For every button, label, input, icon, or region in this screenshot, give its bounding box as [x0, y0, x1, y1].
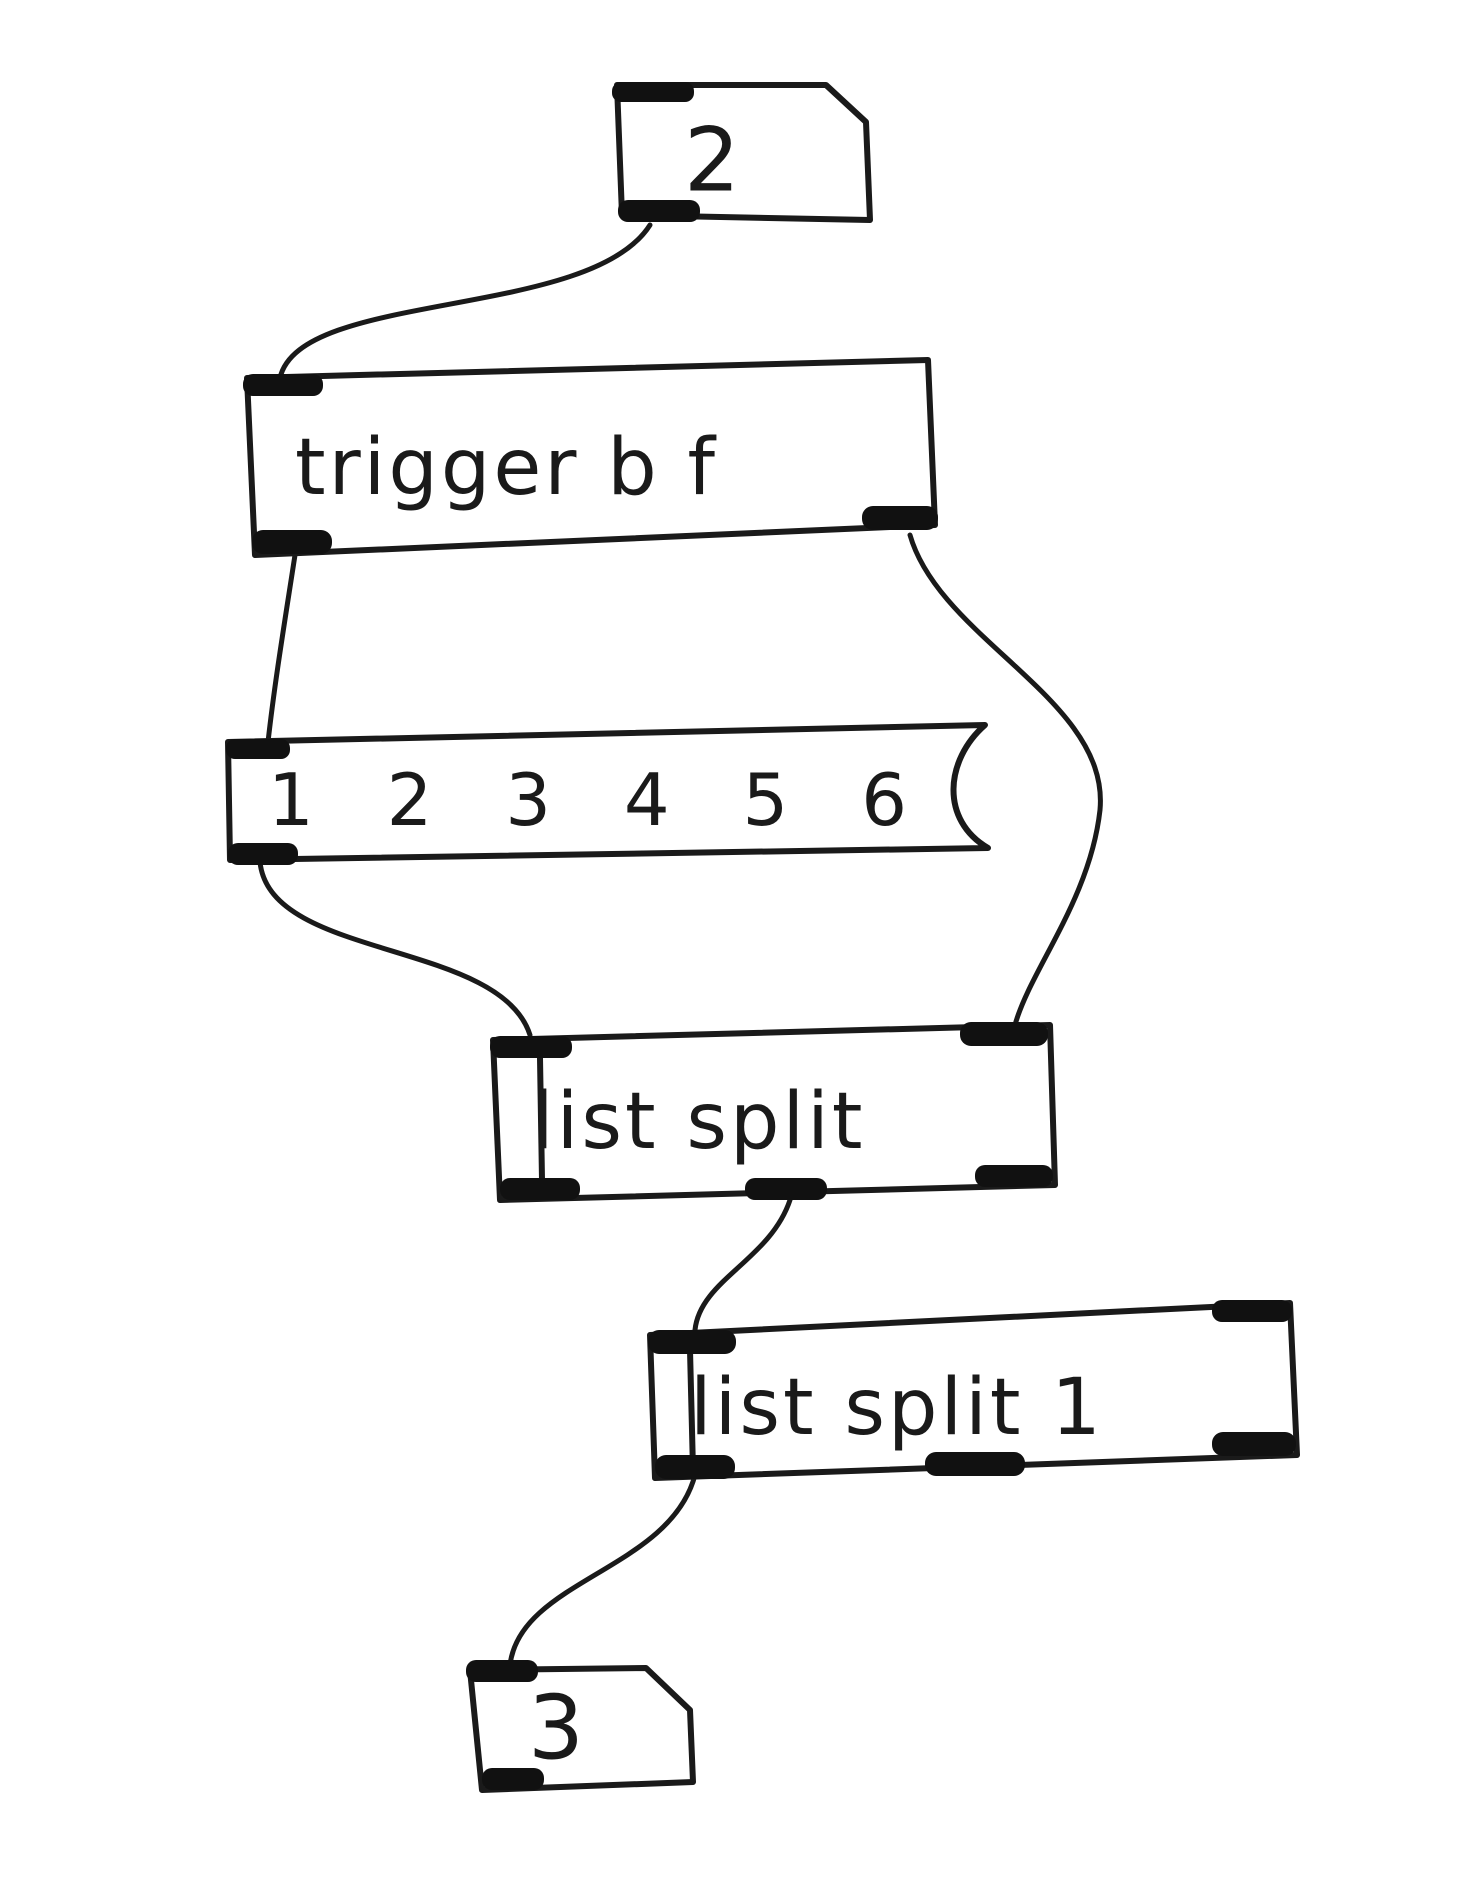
message-box[interactable]: 1 2 3 4 5 6	[225, 722, 991, 865]
list-split-1-edge-mark	[687, 1347, 696, 1473]
list-split-outlet-left[interactable]	[500, 1178, 580, 1200]
cord-number-to-trigger[interactable]	[277, 222, 653, 381]
number-bottom-inlet[interactable]	[466, 1660, 538, 1682]
list-split-1-outlet-right[interactable]	[1212, 1432, 1296, 1456]
message-inlet[interactable]	[226, 739, 290, 759]
trigger-outlet-bang[interactable]	[252, 530, 332, 554]
list-split-edge-mark	[537, 1055, 545, 1183]
list-split-1-outlet-middle[interactable]	[925, 1452, 1025, 1476]
list-split-object[interactable]: list split	[490, 1022, 1058, 1203]
list-split-1-inlet-right[interactable]	[1212, 1300, 1292, 1322]
cord-listsplit1-to-number-bottom[interactable]	[507, 1472, 698, 1668]
number-box-bottom[interactable]: 3	[466, 1660, 696, 1793]
list-split-outlet-middle[interactable]	[745, 1178, 827, 1200]
list-split-1-label: list split 1	[690, 1363, 1104, 1453]
cord-listsplit-middle-to-listsplit1[interactable]	[692, 1197, 793, 1333]
list-split-1-inlet-left[interactable]	[648, 1330, 736, 1354]
message-outlet[interactable]	[228, 843, 298, 865]
number-top-value: 2	[684, 109, 740, 212]
list-split-outlet-right[interactable]	[975, 1165, 1053, 1187]
number-bottom-outlet[interactable]	[482, 1768, 544, 1790]
trigger-label: trigger b f	[295, 423, 718, 513]
trigger-inlet[interactable]	[243, 374, 323, 396]
list-split-inlet-left[interactable]	[490, 1036, 572, 1058]
number-top-outlet[interactable]	[618, 200, 700, 222]
trigger-object[interactable]: trigger b f	[243, 357, 938, 558]
list-split-inlet-right[interactable]	[960, 1022, 1048, 1046]
number-bottom-value: 3	[528, 1677, 584, 1780]
number-top-inlet[interactable]	[612, 82, 694, 102]
number-box-top[interactable]: 2	[612, 82, 873, 223]
list-split-label: list split	[532, 1077, 865, 1167]
list-split-1-outlet-left[interactable]	[655, 1455, 735, 1479]
cord-trigger-bang-to-message[interactable]	[265, 552, 298, 745]
list-split-1-object[interactable]: list split 1	[647, 1300, 1300, 1481]
cord-message-to-listsplit-left[interactable]	[257, 859, 533, 1038]
trigger-outlet-float[interactable]	[862, 506, 938, 530]
cord-trigger-float-to-listsplit-right[interactable]	[907, 532, 1103, 1028]
